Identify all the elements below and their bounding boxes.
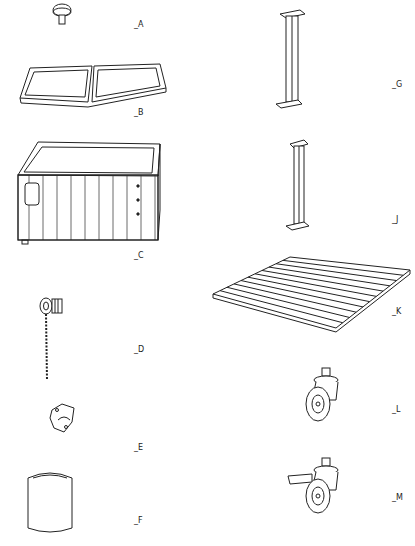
- leg: [286, 140, 309, 230]
- lids: [20, 64, 166, 107]
- caster: [306, 368, 338, 421]
- slat: [220, 291, 343, 323]
- part-letter: _K: [392, 308, 401, 316]
- shelf: [213, 257, 410, 332]
- slat: [248, 277, 370, 301]
- slat: [234, 284, 356, 312]
- cup-holder: [28, 473, 72, 532]
- slat: [283, 260, 403, 275]
- bottle-opener: [50, 404, 74, 432]
- cooler-body: [18, 142, 160, 244]
- part-letter: _F: [134, 517, 143, 525]
- leg: [276, 10, 305, 108]
- slat: [255, 274, 376, 297]
- part-letter: _E: [134, 444, 143, 452]
- part-letter: _B: [134, 109, 144, 117]
- part-letter: _J: [392, 216, 398, 224]
- caster-brake: [288, 458, 338, 513]
- drain-plug: [40, 298, 62, 380]
- part-letter: _L: [392, 406, 400, 414]
- slat: [227, 287, 349, 317]
- part-letter: _G: [392, 81, 402, 89]
- part-letter: _M: [392, 494, 403, 502]
- knob: [53, 4, 71, 24]
- part-letter: _D: [134, 346, 144, 354]
- slat: [269, 267, 390, 286]
- part-letter: _A: [134, 21, 143, 29]
- part-letter: _C: [134, 252, 144, 260]
- slat: [262, 270, 383, 291]
